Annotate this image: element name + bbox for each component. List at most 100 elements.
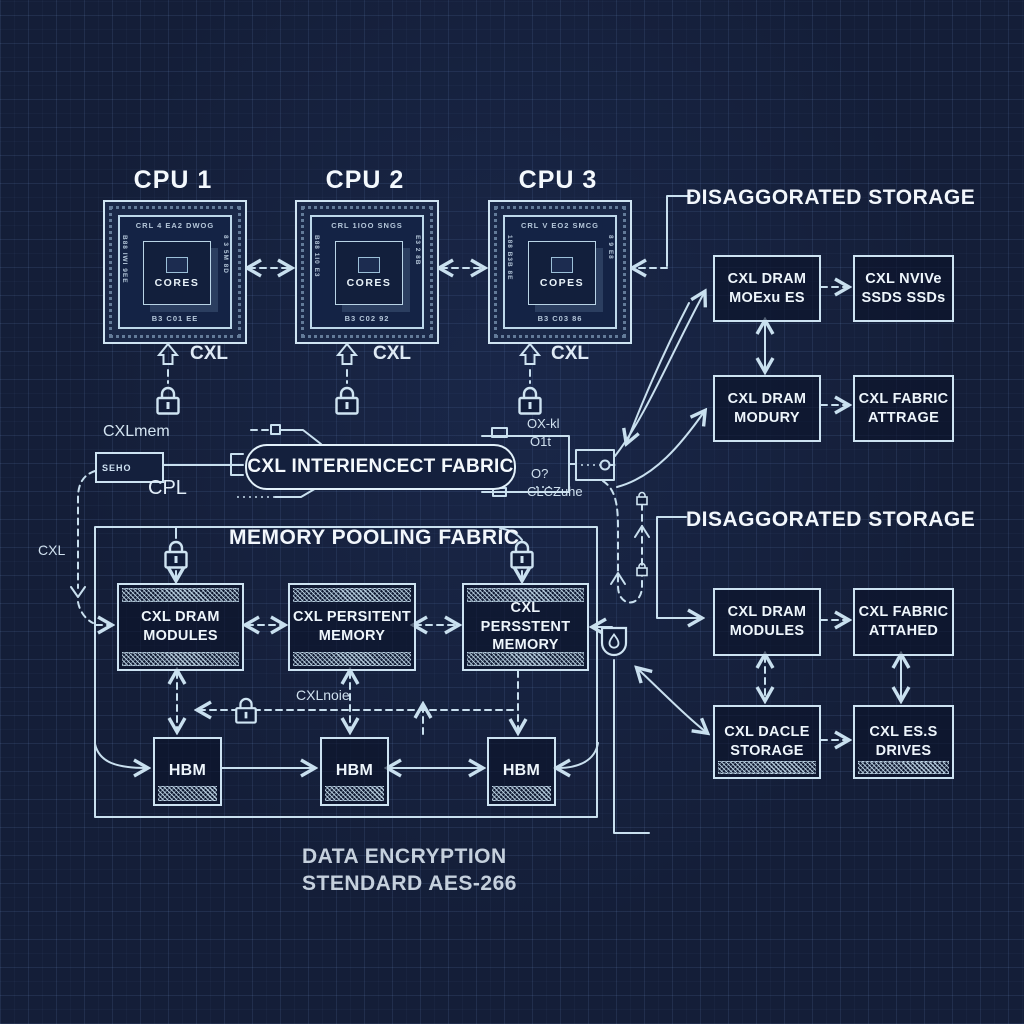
cores-label: CORES: [346, 277, 392, 289]
hbm-box: HBM: [320, 737, 389, 806]
box-line: HBM: [335, 762, 374, 780]
box-line: CXL DRAM: [727, 390, 807, 407]
cpu-microcode: CRL V EO2 SMCG: [520, 221, 600, 230]
hatch-band: [858, 761, 949, 774]
cpu-microcode: 8 3 5M 8D: [222, 235, 229, 274]
cpu-title: CPU 3: [518, 166, 598, 194]
chiplet: [166, 257, 188, 273]
seho-connector-box: SEHO: [95, 452, 164, 483]
box-line: DRIVES: [875, 743, 932, 759]
chiplet: [551, 257, 573, 273]
box-line: CXL DACLE: [724, 724, 810, 741]
hatch-band: [122, 652, 239, 666]
cxl-fabric-pill: CXL INTERIENCECT FABRIC: [245, 444, 516, 490]
fabric-label: CXL INTERIENCECT FABRIC: [247, 456, 514, 477]
storage-box: CXL NVIVe SSDS SSDs: [853, 255, 954, 322]
box-line: ATTAHED: [868, 623, 939, 639]
cpl-label: CPL: [148, 477, 187, 499]
cpu-microcode: B88 1I0 E3: [313, 235, 320, 278]
storage-box: CXL DACLE STORAGE: [713, 705, 821, 779]
cxl-port-label: CXL: [373, 343, 411, 364]
storage-bottom-header: DISAGGORATED STORAGE: [686, 508, 976, 531]
cores-label: CORES: [154, 277, 200, 289]
box-line: MOExu ES: [729, 289, 805, 306]
hatch-band: [293, 652, 411, 666]
box-line: HBM: [502, 762, 541, 780]
cxl-port-label: CXL: [190, 343, 228, 364]
cpu-microcode: B3 C02 92: [344, 314, 390, 323]
storage-box: CXL FABRIC ATTRAGE: [853, 375, 954, 442]
storage-box: CXL DRAM MOExu ES: [713, 255, 821, 322]
cpu-die: CORES: [143, 241, 211, 305]
lock-icon: [234, 697, 258, 724]
seho-label: SEHO: [102, 462, 132, 473]
cpu-pin-grid: [109, 206, 241, 338]
box-line: CXL PERSSTENT: [480, 599, 571, 635]
memory-box-persistent-2: CXL PERSSTENT MEMORY: [462, 583, 589, 671]
box-line: MODULES: [143, 628, 218, 644]
encryption-note: DATA ENCRYPTION STENDARD AES-266: [302, 843, 517, 897]
box-line: HBM: [168, 762, 207, 780]
hatch-band: [718, 761, 816, 774]
cpu-microcode: B3 C01 EE: [151, 314, 199, 323]
box-line: ATTRAGE: [867, 409, 940, 426]
lock-icon: [164, 540, 188, 569]
box-line: MODURY: [734, 409, 800, 426]
cpu-title: CPU 1: [133, 166, 213, 194]
cpu-microcode: B88 IWI 9EE: [121, 235, 128, 284]
cpu-microcode: 8 9 E8: [607, 235, 614, 260]
cxl-port-label: CXL: [551, 343, 589, 364]
oxkl-label: OX-kl: [527, 416, 560, 431]
up-arrow-icon: [520, 343, 540, 365]
cpu-1-package: CRL 4 EA2 DWOG B3 C01 EE B88 IWI 9EE 8 3…: [103, 200, 247, 344]
box-line: CXL DRAM: [727, 604, 807, 621]
box-line: CXL DRAM: [727, 270, 807, 287]
cpu-3-package: CRL V EO2 SMCG B3 C03 86 188 B3B 8E 8 9 …: [488, 200, 632, 344]
box-line: CXL ES.S: [869, 724, 938, 741]
hatch-band: [122, 588, 239, 602]
cpu-microcode: B3 C03 86: [537, 314, 583, 323]
hatch-band: [467, 652, 584, 666]
memory-box-persistent-1: CXL PERSITENT MEMORY: [288, 583, 416, 671]
cxlmem-label: CXLmem: [103, 423, 170, 440]
up-arrow-icon: [158, 343, 178, 365]
hbm-box: HBM: [153, 737, 222, 806]
box-line: STORAGE: [730, 743, 804, 759]
hbm-box: HBM: [487, 737, 556, 806]
mini-lock-icon: [636, 491, 648, 506]
memory-pool-header: MEMORY POOLING FABRIC: [229, 526, 520, 549]
lock-icon: [156, 386, 180, 415]
cxl-left-label: CXL: [38, 542, 66, 558]
encryption-line1: DATA ENCRYPTION: [302, 845, 507, 868]
cpu-2-package: CRL 1IOO SNGS B3 C02 92 B88 1I0 E3 E3 2 …: [295, 200, 439, 344]
shield-droplet-icon: [600, 626, 628, 657]
encryption-line2: STENDARD AES-266: [302, 872, 517, 895]
cpu-die: COPES: [528, 241, 596, 305]
box-line: CXL DRAM: [141, 609, 220, 626]
cpu-title: CPU 2: [325, 166, 405, 194]
clczuhe-label: CLCZuhe: [527, 484, 583, 499]
chiplet: [358, 257, 380, 273]
hatch-band: [492, 786, 551, 801]
box-line: CXL FABRIC: [858, 604, 949, 621]
cpu-microcode: 188 B3B 8E: [506, 235, 513, 281]
cpu-board: CRL V EO2 SMCG B3 C03 86 188 B3B 8E 8 9 …: [503, 215, 617, 329]
storage-box: CXL DRAM MODULES: [713, 588, 821, 656]
cpu-microcode: CRL 1IOO SNGS: [331, 221, 403, 230]
box-line: CXL FABRIC: [858, 390, 949, 407]
storage-top-header: DISAGGORATED STORAGE: [686, 186, 976, 209]
oq-label: O?: [531, 466, 549, 481]
box-line: MEMORY: [318, 628, 386, 644]
cpu-die: CORES: [335, 241, 403, 305]
cpu-microcode: CRL 4 EA2 DWOG: [135, 221, 215, 230]
cpu-pin-grid: [494, 206, 626, 338]
storage-box: CXL DRAM MODURY: [713, 375, 821, 442]
box-line: CXL NVIVe: [865, 270, 942, 287]
lock-icon: [518, 386, 542, 415]
lock-icon: [335, 386, 359, 415]
cores-label: COPES: [539, 277, 585, 289]
cpu-microcode: E3 2 8B: [414, 235, 421, 266]
hatch-band: [325, 786, 384, 801]
